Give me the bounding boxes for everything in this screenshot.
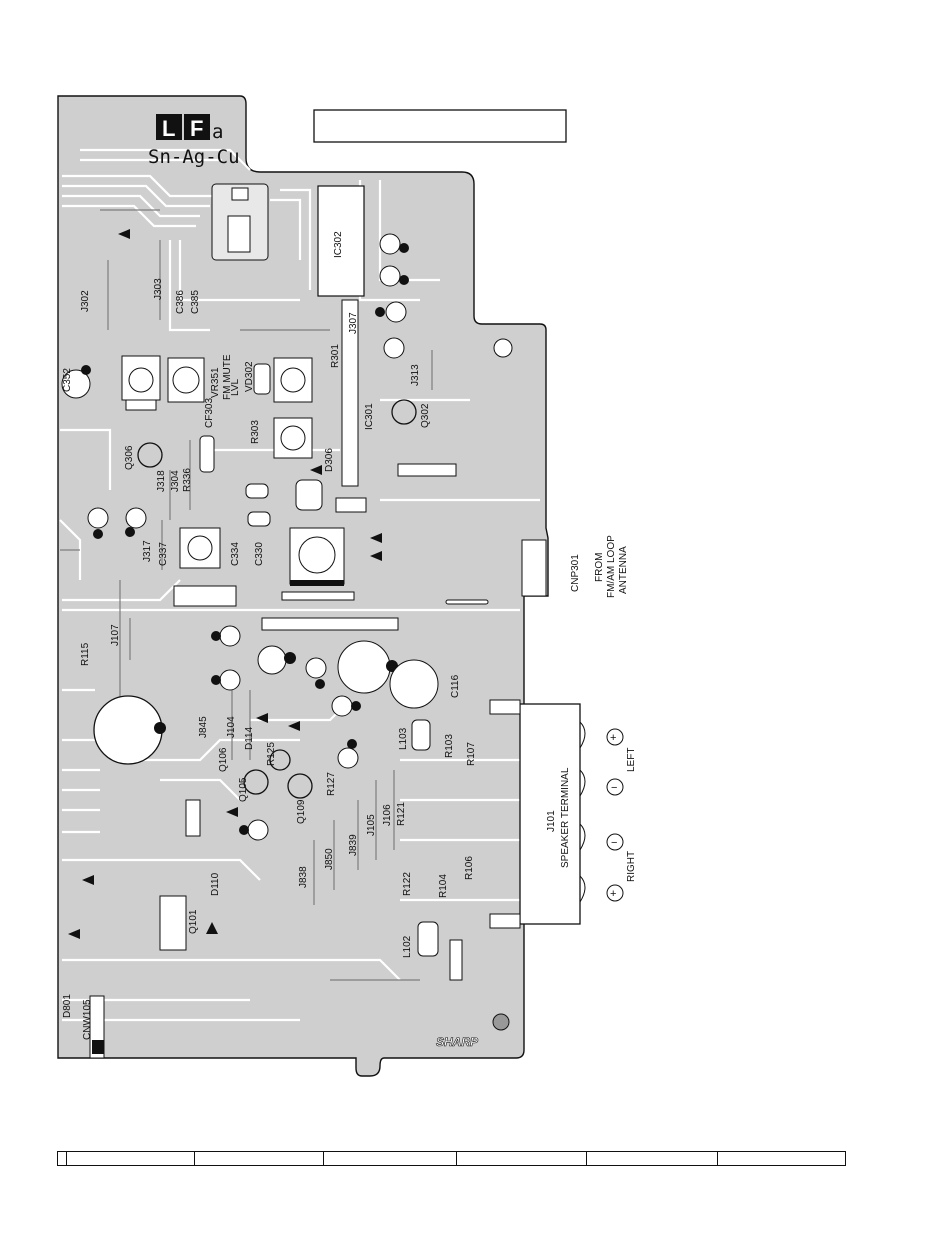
label-d306: D306 xyxy=(324,448,335,472)
label-j845: J845 xyxy=(198,716,209,738)
label-j839: J839 xyxy=(348,834,359,856)
label-c334: C334 xyxy=(230,542,241,566)
left-minus: − xyxy=(611,782,617,794)
right-plus: + xyxy=(610,888,616,900)
label-l102: L102 xyxy=(402,935,413,958)
label-r107: R107 xyxy=(466,742,477,766)
label-d801: D801 xyxy=(62,994,73,1018)
crystal-pad xyxy=(231,187,249,201)
ic301-body xyxy=(341,299,359,487)
label-r103: R103 xyxy=(444,734,455,758)
label-r121: R121 xyxy=(396,802,407,826)
label-j101: J101 xyxy=(546,810,557,832)
label-r104: R104 xyxy=(438,874,449,898)
strip-cell xyxy=(457,1152,587,1165)
label-r125: R125 xyxy=(266,742,277,766)
label-c116: C116 xyxy=(450,674,461,698)
label-c330: C330 xyxy=(254,542,265,566)
right-minus: − xyxy=(611,837,617,849)
strip-cell xyxy=(67,1152,196,1165)
label-j302: J302 xyxy=(80,290,91,312)
bars xyxy=(89,399,547,1059)
label-j838: J838 xyxy=(298,866,309,888)
strip-cell xyxy=(324,1152,457,1165)
label-d110: D110 xyxy=(210,872,221,896)
logo-suffix: a xyxy=(212,121,223,143)
lead-free-logo: L F a Sn-Ag-Cu xyxy=(148,114,240,168)
label-r106: R106 xyxy=(464,856,475,880)
label-c352: C352 xyxy=(62,368,73,392)
logo-letter-f: F xyxy=(190,116,203,141)
ic301-label: IC301 xyxy=(364,403,375,430)
label-cnp301: CNP301 xyxy=(570,554,581,592)
label-j318: J318 xyxy=(156,470,167,492)
note-right: RIGHT xyxy=(626,851,637,882)
diodes xyxy=(68,229,382,939)
logo-letter-l: L xyxy=(162,116,175,141)
strip-cell xyxy=(58,1152,67,1165)
left-plus: + xyxy=(610,732,616,744)
label-q105: Q105 xyxy=(238,777,249,802)
label-j304: J304 xyxy=(170,470,181,492)
label-r122: R122 xyxy=(402,872,413,896)
label-c386: C386 xyxy=(175,290,186,314)
label-j106: J106 xyxy=(382,804,393,826)
polarity-marks: + − − + xyxy=(606,728,624,902)
note-fm-am-loop: FM/AM LOOP xyxy=(606,535,617,598)
ic302-body xyxy=(317,185,365,297)
label-j107: J107 xyxy=(110,624,121,646)
label-r336: R336 xyxy=(182,468,193,492)
label-r127: R127 xyxy=(326,772,337,796)
label-r303: R303 xyxy=(250,420,261,444)
label-l103: L103 xyxy=(398,727,409,750)
label-j105: J105 xyxy=(366,814,377,836)
label-cnw105: CNW105 xyxy=(82,999,93,1040)
label-fm-mute: FM MUTE xyxy=(222,354,233,400)
note-from: FROM xyxy=(594,553,605,582)
annotations: FROM FM/AM LOOP ANTENNA SPEAKER TERMINAL… xyxy=(560,535,637,882)
speaker-terminal-block xyxy=(489,699,586,929)
label-cf303: CF303 xyxy=(204,398,215,428)
label-q306: Q306 xyxy=(124,445,135,470)
label-c337: C337 xyxy=(158,542,169,566)
transistors xyxy=(137,338,513,1031)
label-q302: Q302 xyxy=(420,403,431,428)
crystal-arrow xyxy=(227,215,251,253)
ic302-label: IC302 xyxy=(333,231,344,258)
brand-mark: SHARP xyxy=(436,1035,479,1049)
label-vr351: VR351 xyxy=(210,367,221,398)
title-box xyxy=(313,109,567,143)
label-r301: R301 xyxy=(330,344,341,368)
label-j303: J303 xyxy=(153,278,164,300)
strip-cell xyxy=(587,1152,718,1165)
label-j313: J313 xyxy=(410,364,421,386)
label-q101: Q101 xyxy=(188,909,199,934)
note-left: LEFT xyxy=(626,748,637,772)
title-block-strip xyxy=(57,1151,846,1166)
label-r115: R115 xyxy=(80,642,91,666)
square-parts xyxy=(121,355,345,586)
label-j850: J850 xyxy=(324,848,335,870)
logo-alloy: Sn-Ag-Cu xyxy=(148,146,240,168)
note-speaker-terminal: SPEAKER TERMINAL xyxy=(560,767,571,868)
traces xyxy=(59,148,540,1022)
strip-cell xyxy=(195,1152,324,1165)
component-labels: C386 C385 J303 J302 C352 VR351 FM MUTE L… xyxy=(62,278,581,1040)
label-lvl: LVL xyxy=(230,379,241,396)
note-antenna: ANTENNA xyxy=(618,546,629,594)
label-c385: C385 xyxy=(190,290,201,314)
strip-cell xyxy=(718,1152,846,1165)
coils xyxy=(245,363,439,957)
label-j104: J104 xyxy=(226,716,237,738)
label-q106: Q106 xyxy=(218,747,229,772)
label-j307: J307 xyxy=(348,312,359,334)
label-d114: D114 xyxy=(244,726,255,750)
jumpers xyxy=(60,209,433,981)
label-j317: J317 xyxy=(142,540,153,562)
capacitors xyxy=(61,233,439,841)
label-q109: Q109 xyxy=(296,799,307,824)
label-vd302: VD302 xyxy=(244,361,255,392)
